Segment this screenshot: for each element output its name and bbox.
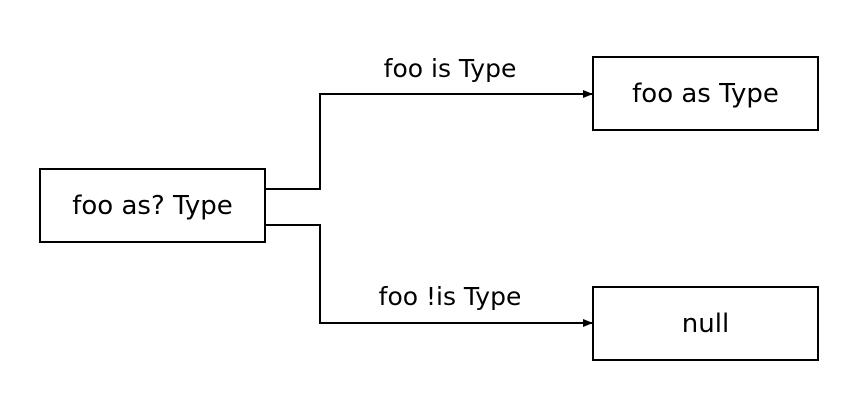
- true-branch-node-label: foo as Type: [632, 78, 779, 109]
- false-branch-node-label: null: [681, 308, 730, 339]
- edge-true-label: foo is Type: [383, 54, 517, 83]
- edge-true-connector: [266, 90, 593, 190]
- false-branch-node: null: [592, 286, 819, 361]
- edge-false-label: foo !is Type: [378, 282, 522, 311]
- true-branch-node: foo as Type: [592, 56, 819, 131]
- source-node: foo as? Type: [39, 168, 266, 243]
- edge-false-connector: [266, 224, 593, 327]
- source-node-label: foo as? Type: [72, 190, 233, 221]
